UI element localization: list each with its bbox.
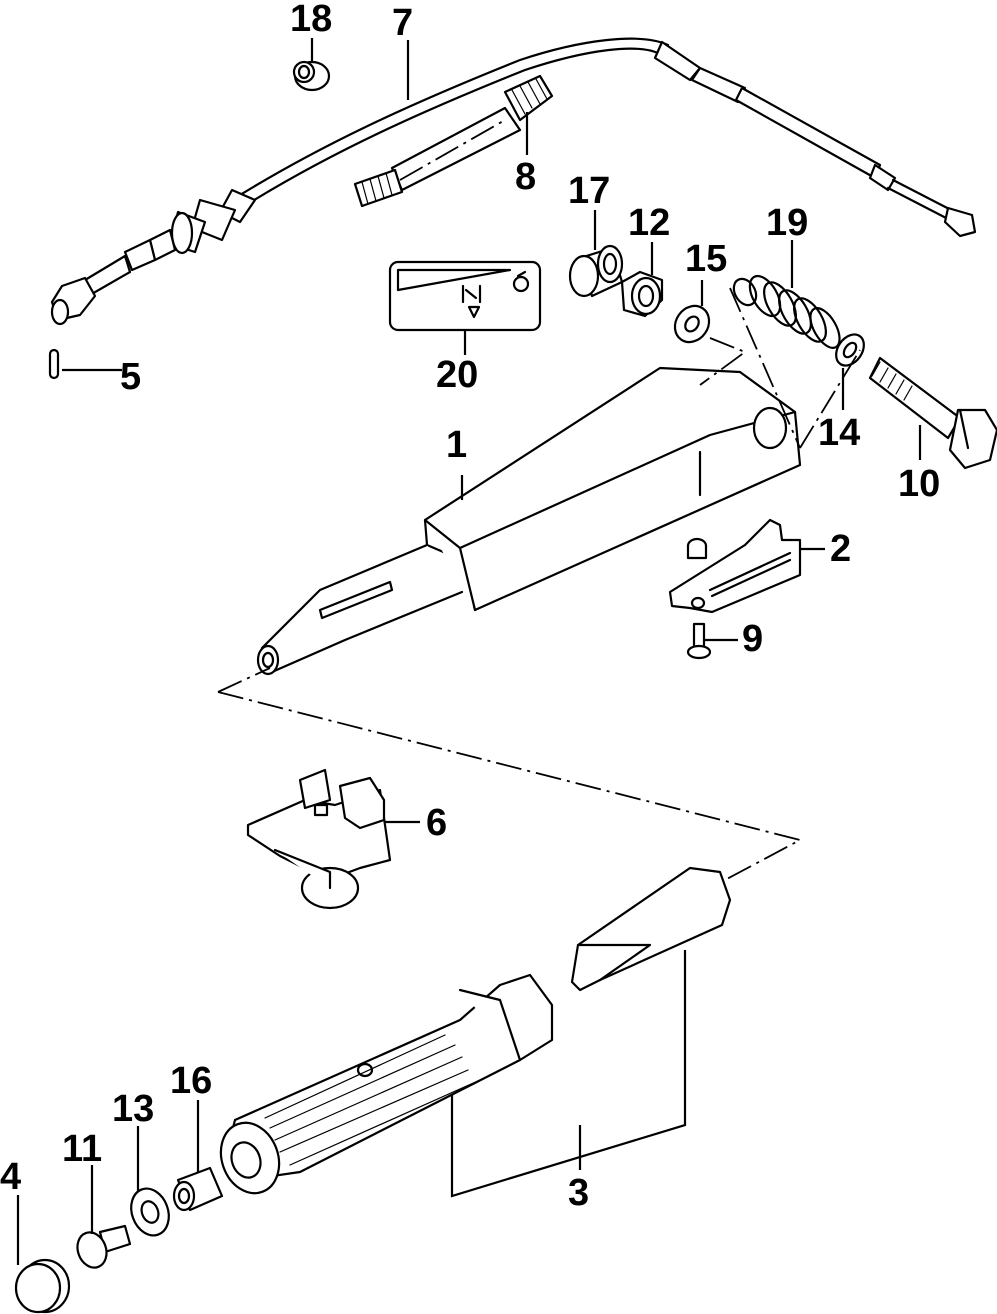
- callout-3: 3: [568, 1172, 590, 1214]
- callout-4: 4: [0, 1156, 22, 1198]
- pin: [48, 348, 60, 380]
- stop-switch: [246, 768, 392, 910]
- bolt: [868, 356, 997, 470]
- callout-13: 13: [112, 1088, 155, 1130]
- callout-14: 14: [818, 412, 861, 454]
- callout-8: 8: [515, 156, 537, 198]
- callout-15: 15: [685, 238, 728, 280]
- callout-19: 19: [766, 202, 809, 244]
- callout-12: 12: [628, 202, 671, 244]
- callout-5: 5: [120, 356, 142, 398]
- grommet: [292, 60, 331, 92]
- decal: [388, 260, 542, 332]
- callout-9: 9: [742, 618, 764, 660]
- bushing: [568, 244, 624, 298]
- grip-assembly: [219, 866, 732, 1195]
- leader-lines: [16, 38, 922, 1265]
- callout-7: 7: [392, 2, 414, 44]
- nut: [620, 270, 664, 318]
- washer-13: [130, 1187, 170, 1237]
- callout-17: 17: [568, 170, 611, 212]
- throttle-cable: [50, 37, 977, 326]
- grip-screw: [76, 1224, 132, 1269]
- spring: [732, 274, 841, 349]
- assembly-lines: [217, 119, 861, 881]
- friction-plate: [668, 518, 802, 614]
- cap: [14, 1258, 71, 1314]
- sleeve: [172, 1166, 224, 1212]
- callout-20: 20: [436, 354, 479, 396]
- callout-11: 11: [62, 1128, 103, 1170]
- callout-2: 2: [830, 528, 852, 570]
- callout-16: 16: [170, 1060, 213, 1102]
- screw: [686, 622, 712, 660]
- washer-14: [835, 333, 865, 367]
- callout-1: 1: [446, 424, 468, 466]
- washer-15: [673, 304, 711, 344]
- callout-6: 6: [426, 802, 448, 844]
- callout-10: 10: [898, 463, 941, 505]
- tiller-arm: [256, 366, 802, 676]
- callout-18: 18: [290, 0, 333, 40]
